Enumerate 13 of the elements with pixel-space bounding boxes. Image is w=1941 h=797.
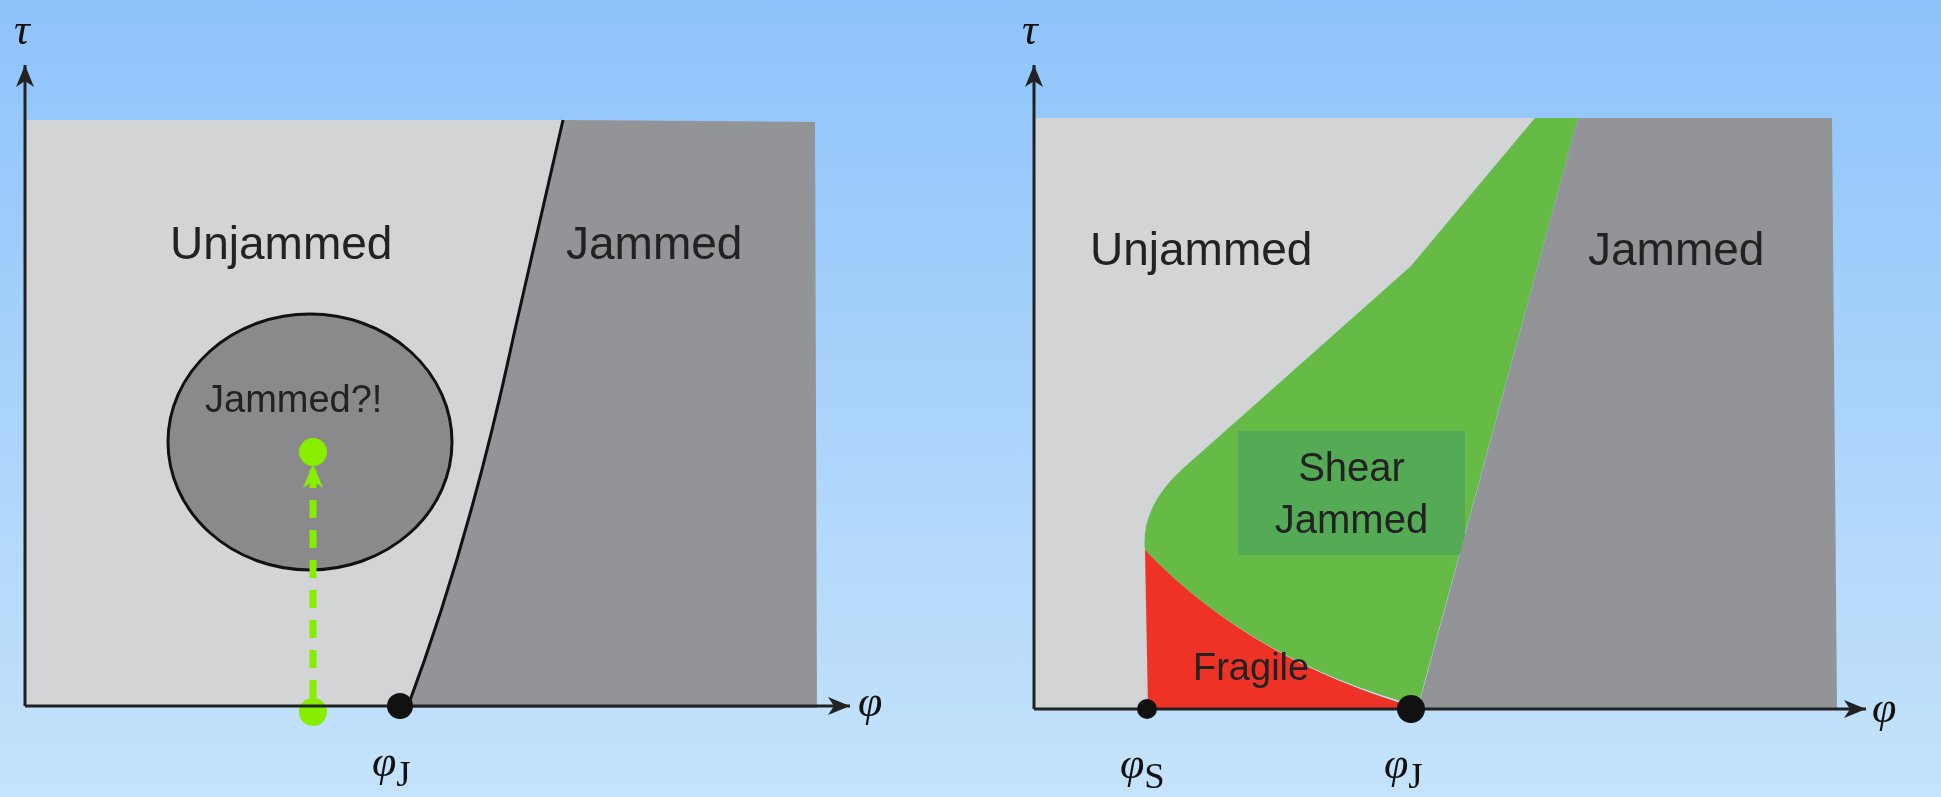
tick-label: φ$_{S}$: [1120, 742, 1165, 795]
region-label: Shear Jammed: [1238, 431, 1465, 555]
region-label: Jammed?!: [205, 380, 383, 418]
tick-label: φ$_{J}$: [372, 740, 411, 793]
axis-label: τ: [1022, 8, 1038, 52]
region-label: Jammed: [1588, 226, 1765, 272]
arrow: [303, 464, 323, 698]
axis-label: φ: [858, 680, 883, 724]
tick-label: φ$_{J}$: [1384, 742, 1423, 795]
region-label: Jammed: [566, 220, 743, 266]
region-label: Fragile: [1193, 648, 1310, 686]
axis-label: φ: [1872, 686, 1897, 730]
axis-label: τ: [14, 8, 30, 52]
